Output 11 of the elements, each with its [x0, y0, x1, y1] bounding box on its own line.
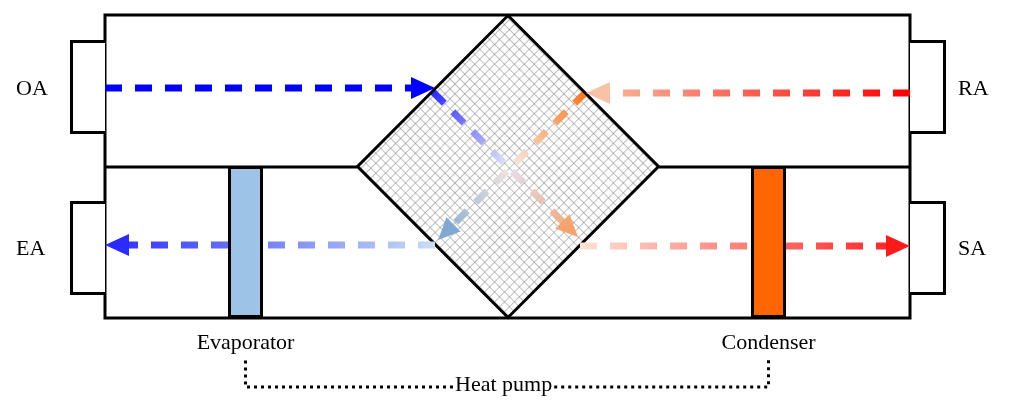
component-label: Condenser — [721, 330, 816, 354]
port-label: OA — [16, 76, 48, 100]
port-label: RA — [958, 76, 989, 100]
port-label: EA — [16, 236, 46, 260]
airflow-arrow — [105, 234, 228, 256]
component-label: Evaporator — [196, 330, 295, 354]
airflow-arrow — [586, 82, 910, 104]
group-label: Heat pump — [455, 372, 553, 396]
airflow-arrow — [105, 77, 435, 99]
airflow-arrow — [786, 235, 910, 257]
port-label: SA — [958, 236, 987, 260]
